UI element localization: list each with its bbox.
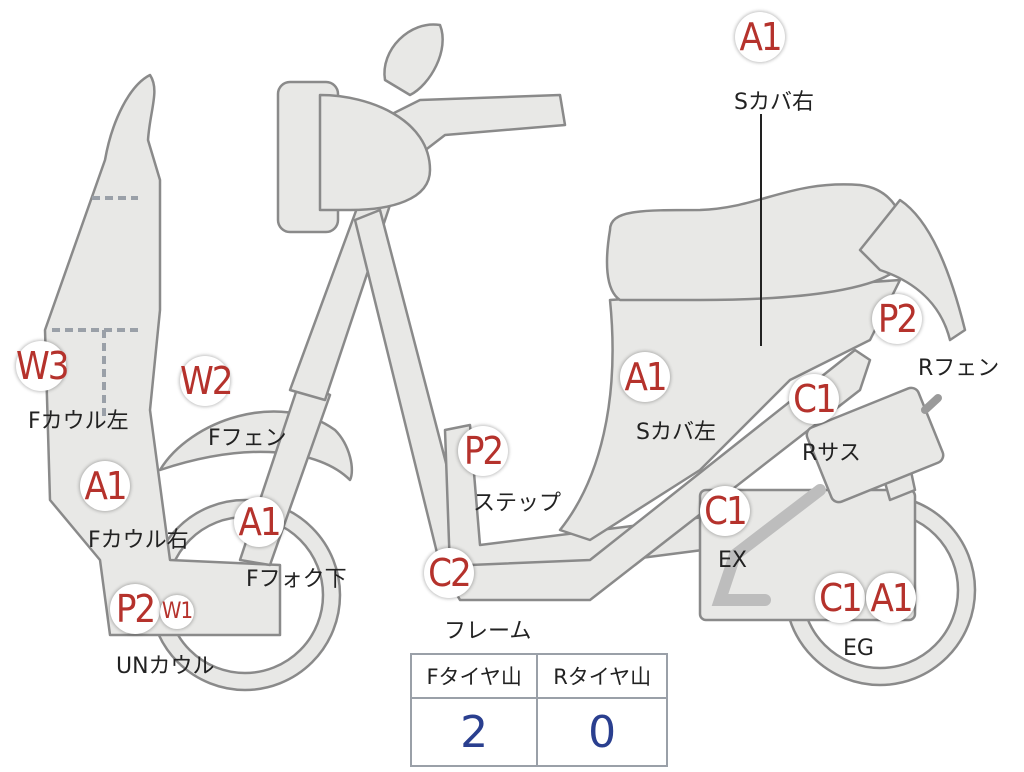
marker-label: フレーム (444, 619, 532, 644)
axle (921, 394, 942, 414)
main-frame (438, 348, 872, 602)
marker-label: UNカウル (116, 654, 215, 679)
marker-badge: W3 (16, 341, 70, 391)
marker-badge: C1 (789, 374, 839, 424)
marker-badge: A1 (735, 12, 785, 62)
marker-badge: P2 (872, 294, 922, 344)
marker-label: Fフェン (208, 426, 287, 451)
marker-label: Sカバ左 (636, 420, 716, 445)
table-cell: 0 (536, 697, 668, 767)
table-cell: 2 (409, 697, 539, 767)
side-cover (558, 278, 902, 542)
marker-label: ステップ (473, 491, 562, 516)
marker-badge: C1 (815, 573, 865, 623)
marker-badge: W2 (180, 356, 234, 406)
marker-label: EX (718, 548, 747, 573)
mirror (383, 23, 444, 97)
marker-badge: P2 (458, 426, 508, 476)
leader-line (760, 114, 762, 346)
marker-label: Sカバ右 (734, 90, 814, 115)
tire-tread-table: Fタイヤ山 Rタイヤ山 2 0 (409, 653, 668, 767)
shock-box (805, 386, 945, 504)
exhaust-pipe (711, 484, 826, 606)
marker-label: Rサス (802, 441, 861, 466)
marker-label: Fフォク下 (246, 567, 347, 592)
handle-cover (318, 93, 432, 212)
marker-badge: C1 (700, 486, 750, 536)
table-header: Rタイヤ山 (536, 653, 668, 699)
marker-label: EG (843, 636, 874, 661)
marker-badge: A1 (80, 461, 130, 511)
marker-label: Fカウル左 (28, 409, 129, 434)
rear-fender (858, 198, 967, 342)
table-header: Fタイヤ山 (409, 653, 539, 699)
marker-badge-small: W1 (160, 595, 194, 629)
marker-badge: A1 (234, 497, 284, 547)
seat (605, 183, 908, 302)
marker-label: Rフェン (918, 356, 1000, 381)
marker-badge: C2 (424, 548, 474, 598)
marker-badge: A1 (866, 573, 916, 623)
marker-badge: P2 (110, 584, 160, 634)
marker-badge: A1 (620, 352, 670, 402)
marker-label: Fカウル右 (88, 528, 189, 553)
